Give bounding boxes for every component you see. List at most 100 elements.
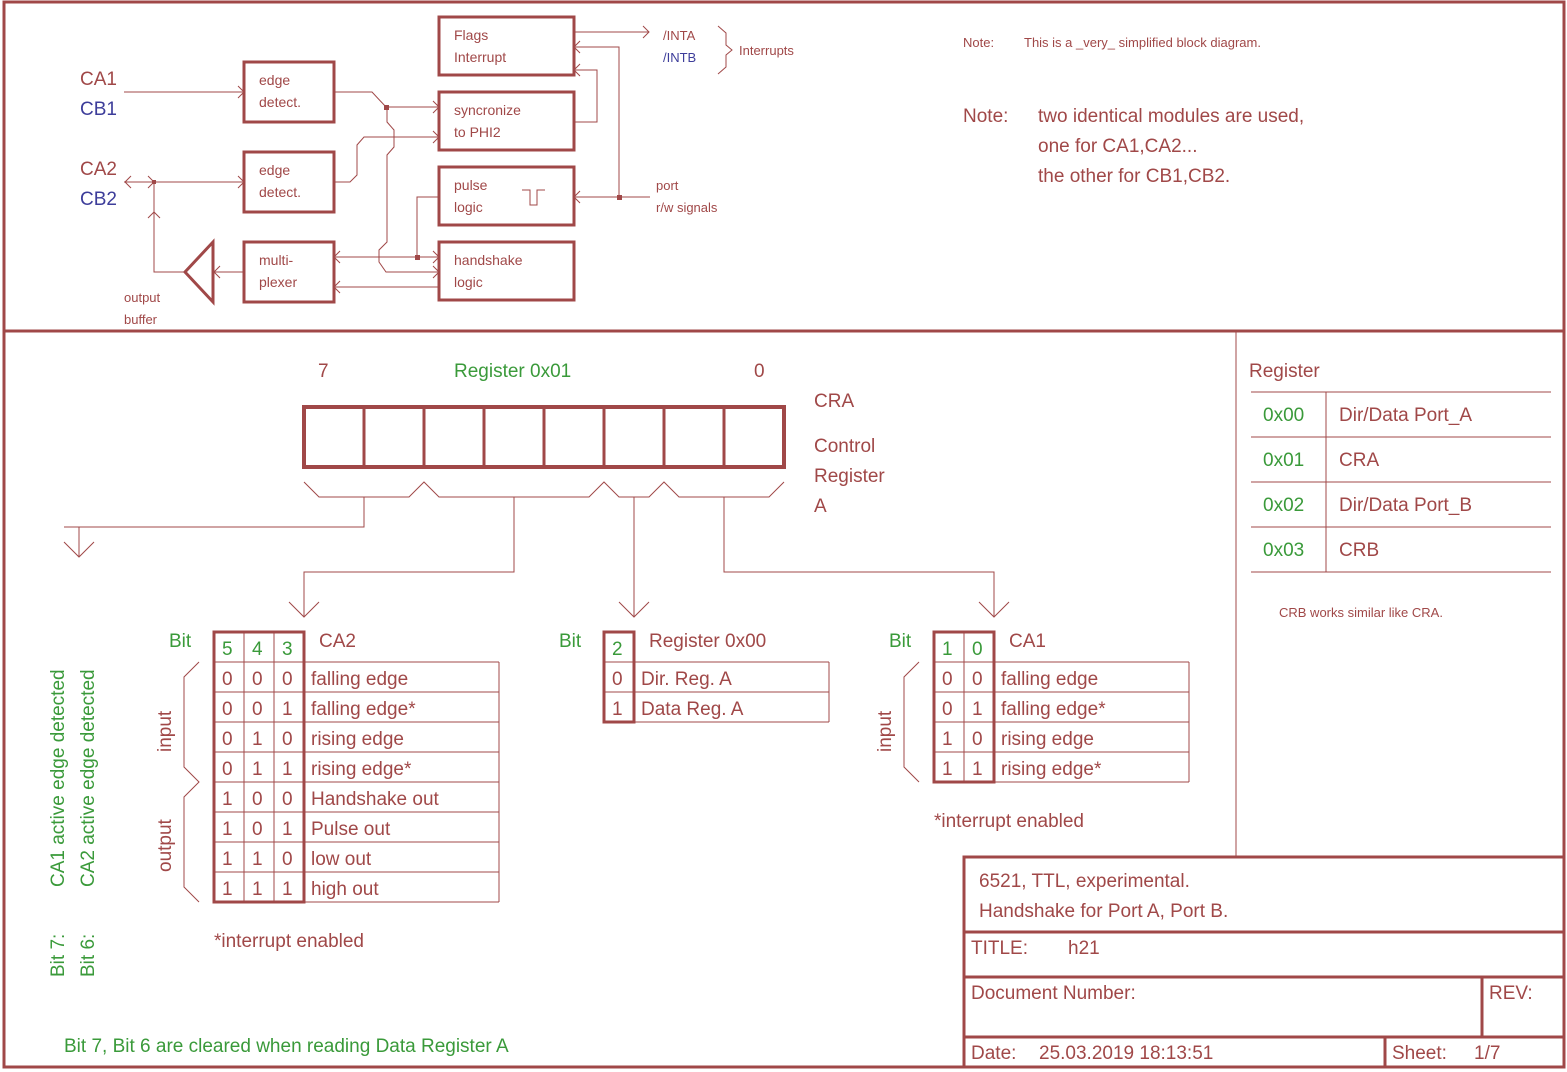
ca2-bit-value: 0 — [282, 729, 293, 750]
sync-line2: to PHI2 — [454, 124, 501, 140]
ca1-footnote: *interrupt enabled — [934, 811, 1084, 832]
ca2-bit-value: 0 — [222, 759, 233, 780]
multiplexer-block — [242, 240, 336, 304]
sheet-label: Sheet: — [1392, 1043, 1447, 1064]
bit-flags: CA1 active edge detected CA2 active edge… — [48, 669, 509, 1057]
ca1-bit-value: 1 — [972, 699, 983, 720]
arrow-icon — [432, 100, 440, 114]
ca1-bit-value: 0 — [942, 669, 953, 690]
flags-interrupt-block — [437, 15, 576, 77]
ca2-bit-value: 1 — [222, 789, 233, 810]
register-msb-label: 7 — [318, 361, 329, 382]
sync-line1: syncronize — [454, 102, 521, 118]
arrow-icon — [237, 175, 245, 189]
multiplexer-line2: plexer — [259, 274, 297, 290]
register-name: CRB — [1339, 540, 1379, 561]
register-desc-line1: Control — [814, 436, 875, 457]
pulse-line1: pulse — [454, 177, 488, 193]
label-ca1: CA1 — [80, 69, 117, 90]
register-cra-diagram: 7 Register 0x01 0 CRA Control Register A — [63, 361, 1010, 618]
output-buffer-line1: output — [124, 290, 161, 305]
ca1-bit-value: 0 — [972, 729, 983, 750]
ca2-bit-value: 1 — [222, 819, 233, 840]
register-name: Dir/Data Port_B — [1339, 495, 1472, 516]
ca2-description: high out — [311, 879, 379, 900]
arrow-icon — [237, 85, 245, 99]
register-address: 0x00 — [1263, 405, 1304, 426]
arrow-down-icon — [63, 541, 95, 558]
pulse-logic-block — [437, 165, 576, 227]
title-block: 6521, TTL, experimental. Handshake for P… — [962, 855, 1566, 1069]
reg00-description: Data Reg. A — [641, 699, 744, 720]
ca2-bit-value: 1 — [252, 759, 263, 780]
ca2-bit-value: 1 — [252, 729, 263, 750]
junction-dot — [415, 255, 420, 260]
ca2-group-input: input — [155, 710, 176, 752]
note-small-text: This is a _very_ simplified block diagra… — [1024, 35, 1261, 50]
edge-detect-1-line1: edge — [259, 72, 290, 88]
ca2-description: Handshake out — [311, 789, 440, 810]
reg00-bit-header: 2 — [612, 639, 623, 660]
ca1-bit-header: 0 — [972, 639, 983, 660]
arrow-down-icon — [978, 601, 1010, 618]
ca2-description: rising edge* — [311, 759, 412, 780]
note-small-label: Note: — [963, 35, 994, 50]
ca2-bit-value: 0 — [222, 729, 233, 750]
arrow-icon — [124, 175, 132, 189]
handshake-line2: logic — [454, 274, 483, 290]
cleared-note: Bit 7, Bit 6 are cleared when reading Da… — [64, 1036, 509, 1057]
ca1-bit-header: 1 — [942, 639, 953, 660]
title-value: h21 — [1068, 938, 1100, 959]
handshake-line1: handshake — [454, 252, 523, 268]
register-name: CRA — [1339, 450, 1379, 471]
register-desc-line2: Register — [814, 466, 885, 487]
ca2-table-name: CA2 — [319, 631, 356, 652]
reg00-table-name: Register 0x00 — [649, 631, 766, 652]
ca1-bit-label: Bit — [889, 631, 912, 652]
ca1-description: falling edge* — [1001, 699, 1106, 720]
arrow-down-icon — [288, 601, 320, 618]
ca1-description: rising edge — [1001, 729, 1094, 750]
register-name: CRA — [814, 391, 854, 412]
ca2-bit-value: 1 — [282, 759, 293, 780]
ca2-bit-value: 1 — [252, 849, 263, 870]
edge-detect-1-block — [242, 60, 336, 124]
edge-detect-1-line2: detect. — [259, 94, 301, 110]
bit7-description: CA1 active edge detected — [48, 669, 69, 887]
label-intb: /INTB — [663, 50, 696, 65]
reg00-bit-label: Bit — [559, 631, 582, 652]
ca1-table-name: CA1 — [1009, 631, 1046, 652]
ca2-description: rising edge — [311, 729, 404, 750]
register-desc-line3: A — [814, 496, 827, 517]
arrow-icon — [333, 280, 341, 294]
group-brace-icon — [903, 661, 920, 783]
ca2-bit-value: 1 — [282, 819, 293, 840]
label-rw-signals: r/w signals — [656, 200, 718, 215]
ca2-bit-header: 3 — [282, 639, 293, 660]
reg00-bit-value: 0 — [612, 669, 623, 690]
ca1-description: falling edge — [1001, 669, 1098, 690]
ca1-bit-value: 0 — [942, 699, 953, 720]
ca2-footnote: *interrupt enabled — [214, 931, 364, 952]
ca1-bit-value: 1 — [972, 759, 983, 780]
ca2-description: low out — [311, 849, 372, 870]
register-map-title: Register — [1249, 361, 1320, 382]
title-block-frame — [962, 855, 1566, 1069]
ca2-bit-value: 1 — [222, 879, 233, 900]
label-port: port — [656, 178, 679, 193]
ca2-bit-value: 1 — [282, 699, 293, 720]
sheet-value: 1/7 — [1474, 1043, 1500, 1064]
arrow-icon — [333, 250, 341, 264]
ca1-description: rising edge* — [1001, 759, 1102, 780]
bit-group-braces — [303, 481, 785, 498]
flags-line2: Interrupt — [454, 49, 506, 65]
title-label: TITLE: — [971, 938, 1028, 959]
edge-detect-2-line1: edge — [259, 162, 290, 178]
